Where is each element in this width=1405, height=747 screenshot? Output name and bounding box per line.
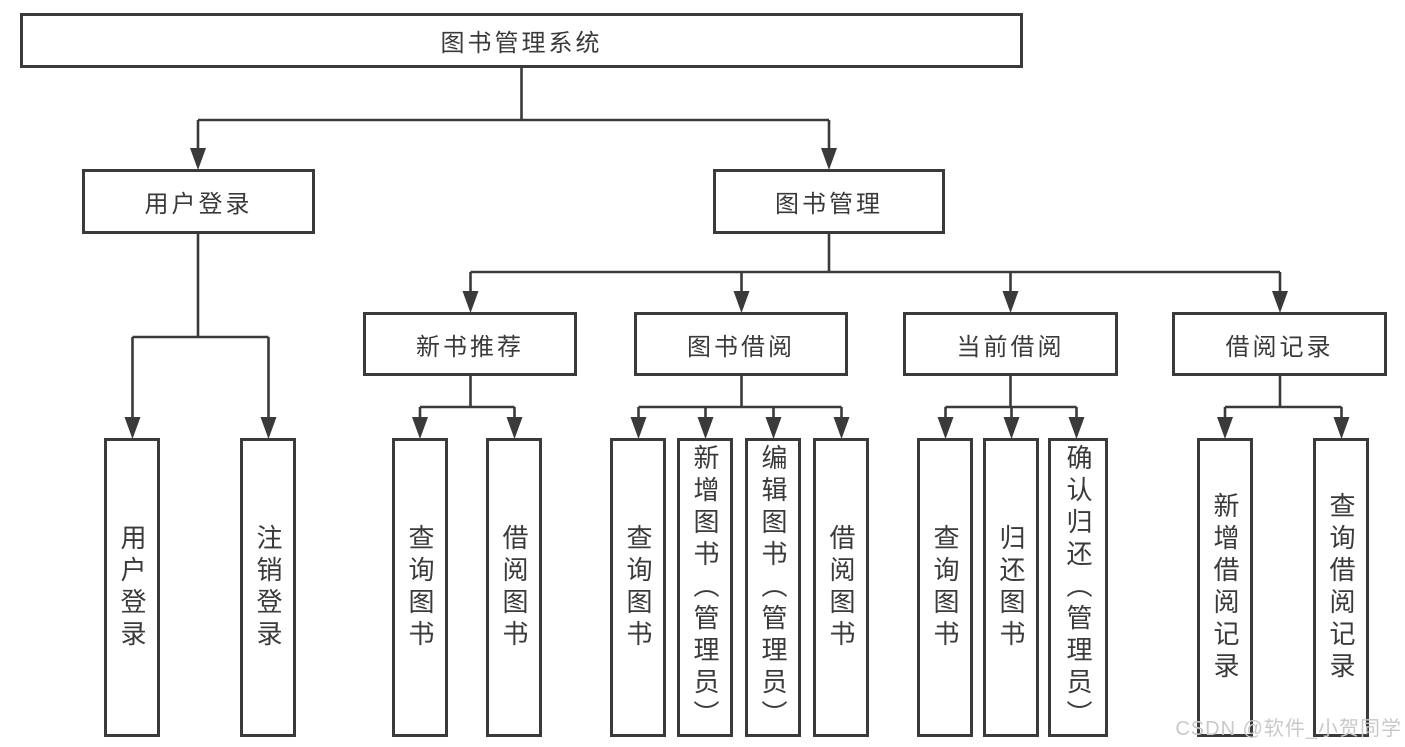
leaf-recommend-borrow-book-label: 借阅图书 (499, 523, 529, 652)
node-new-book-recommend: 新书推荐 (363, 312, 577, 376)
node-book-management-label: 图书管理 (775, 191, 883, 218)
leaf-user-login: 用户登录 (104, 438, 160, 737)
node-book-borrow: 图书借阅 (634, 312, 848, 376)
leaf-current-confirm-return: 确认归还（管理员） (1048, 438, 1108, 737)
leaf-logout-login: 注销登录 (240, 438, 296, 737)
node-new-book-recommend-label: 新书推荐 (416, 333, 524, 361)
leaf-borrow-borrow-book: 借阅图书 (813, 438, 869, 737)
node-current-borrow: 当前借阅 (903, 312, 1118, 376)
leaf-user-login-label: 用户登录 (117, 523, 147, 652)
node-current-borrow-label: 当前借阅 (956, 333, 1065, 361)
node-user-login: 用户登录 (82, 169, 315, 234)
leaf-borrow-edit-book-label: 编辑图书（管理员） (758, 443, 788, 732)
leaf-recommend-borrow-book: 借阅图书 (486, 438, 542, 737)
node-borrow-record: 借阅记录 (1172, 312, 1387, 376)
node-root: 图书管理系统 (20, 13, 1023, 68)
leaf-borrow-edit-book: 编辑图书（管理员） (745, 438, 801, 737)
leaf-record-add-record: 新增借阅记录 (1197, 438, 1253, 737)
leaf-record-query-record: 查询借阅记录 (1313, 438, 1369, 737)
node-book-management: 图书管理 (713, 169, 945, 234)
leaf-borrow-query-book: 查询图书 (610, 438, 666, 737)
node-user-login-label: 用户登录 (144, 191, 253, 218)
leaf-borrow-add-book-label: 新增图书（管理员） (690, 443, 720, 732)
leaf-recommend-query-book: 查询图书 (392, 438, 448, 737)
node-book-borrow-label: 图书借阅 (687, 333, 795, 361)
leaf-record-query-record-label: 查询借阅记录 (1326, 491, 1356, 684)
leaf-recommend-query-book-label: 查询图书 (405, 523, 435, 652)
leaf-borrow-query-book-label: 查询图书 (623, 523, 653, 652)
leaf-logout-login-label: 注销登录 (253, 523, 283, 652)
leaf-current-return-book-label: 归还图书 (996, 523, 1026, 652)
leaf-current-query-book-label: 查询图书 (930, 523, 960, 652)
leaf-borrow-borrow-book-label: 借阅图书 (826, 523, 856, 652)
node-borrow-record-label: 借阅记录 (1225, 333, 1334, 361)
leaf-current-query-book: 查询图书 (917, 438, 973, 737)
connector-edges (131, 66, 1343, 418)
node-root-label: 图书管理系统 (440, 30, 603, 57)
leaf-current-return-book: 归还图书 (983, 438, 1039, 737)
leaf-record-add-record-label: 新增借阅记录 (1210, 491, 1240, 684)
arrowhead-icons (124, 148, 1350, 439)
leaf-borrow-add-book: 新增图书（管理员） (677, 438, 733, 737)
csdn-watermark: CSDN @软件_小贺同学 (1175, 718, 1402, 740)
leaf-current-confirm-return-label: 确认归还（管理员） (1063, 443, 1093, 732)
